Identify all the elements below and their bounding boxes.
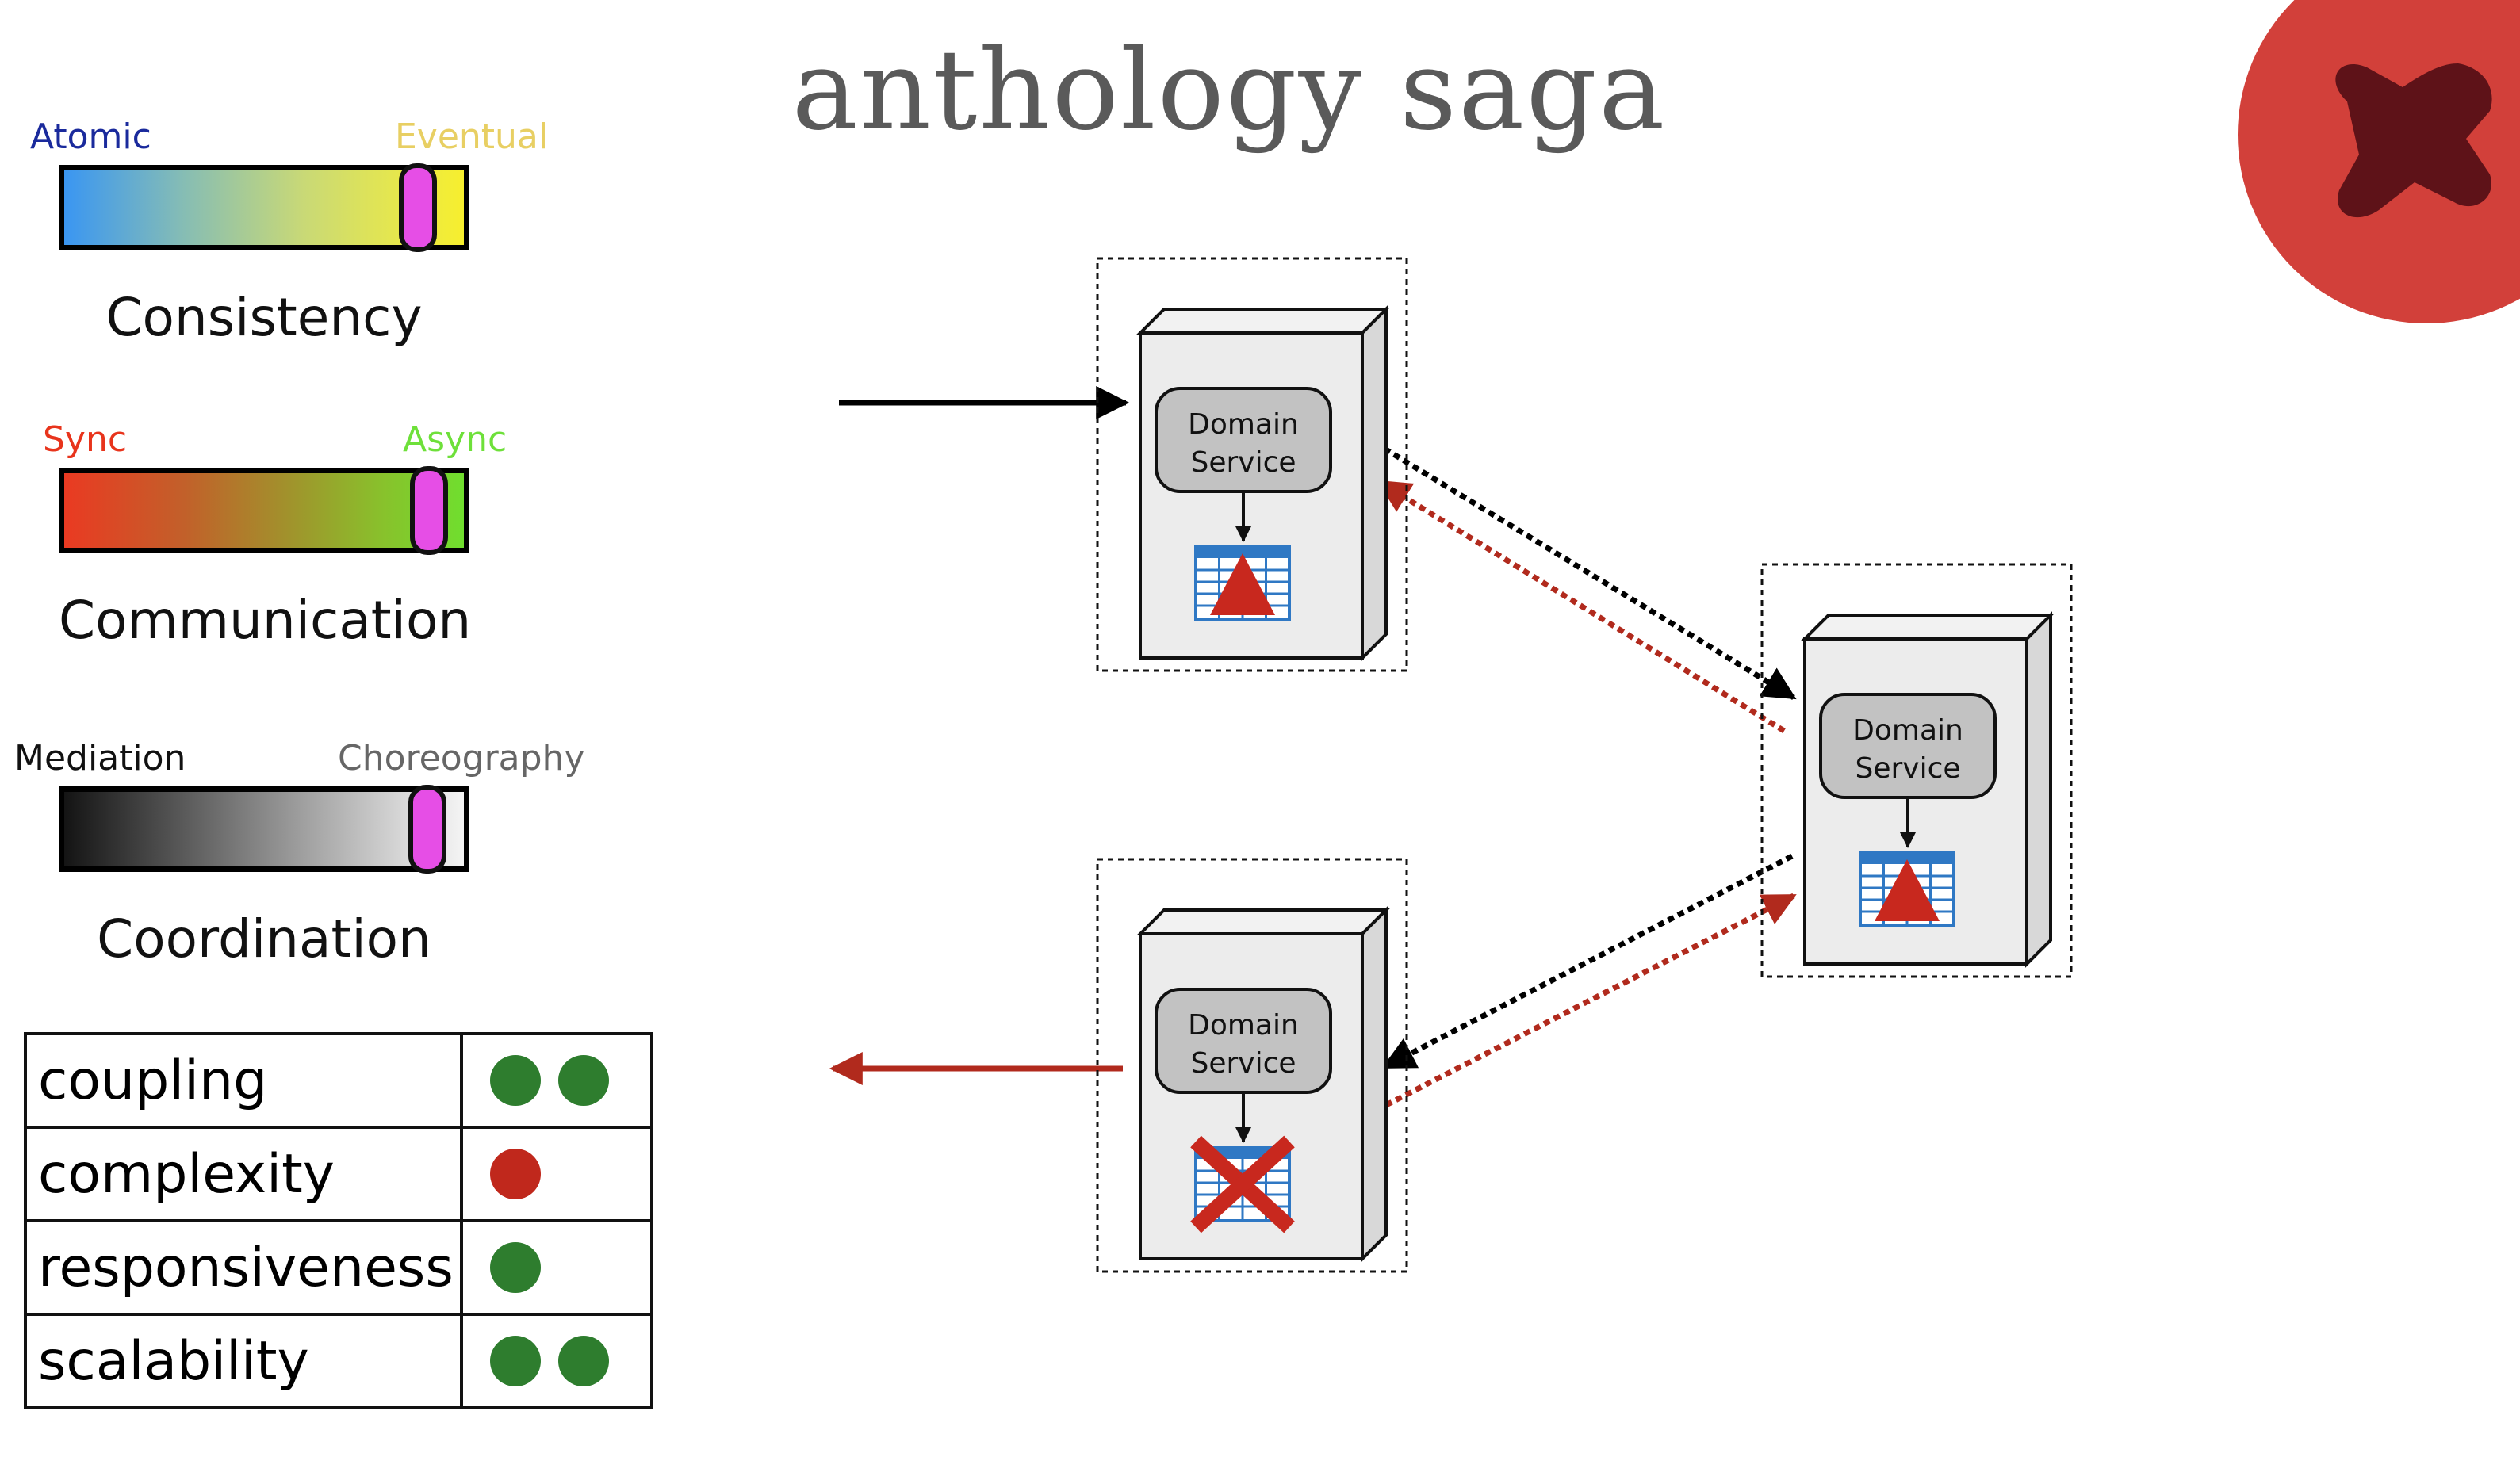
- red-dot-icon: [490, 1149, 541, 1199]
- x-mark-icon: [1190, 1135, 1295, 1233]
- table-row: coupling: [24, 1032, 653, 1129]
- coordination-slider-track: [59, 785, 469, 874]
- bar-right-label: Eventual: [395, 117, 549, 157]
- green-dot-icon: [490, 1242, 541, 1293]
- tradeoff-rating: [460, 1032, 653, 1129]
- bar-caption: Communication: [59, 590, 472, 651]
- forward-event-arrow: [1383, 446, 1797, 700]
- triangle-icon: [1210, 553, 1275, 615]
- tradeoff-label: responsiveness: [24, 1219, 463, 1316]
- tradeoff-label: complexity: [24, 1126, 463, 1222]
- tradeoff-label: coupling: [24, 1032, 463, 1129]
- database-table-icon: [1859, 851, 1955, 927]
- forward-event-arrow: [1381, 853, 1794, 1070]
- green-dot-icon: [558, 1336, 609, 1386]
- consistency-slider-track: [59, 163, 469, 252]
- bar-caption: Consistency: [105, 287, 423, 348]
- service-label: Service: [1190, 446, 1296, 479]
- database-table-icon: [1190, 1135, 1295, 1233]
- triangle-icon: [1875, 859, 1940, 921]
- bar-left-label: Atomic: [30, 117, 151, 157]
- service-label: Domain: [1852, 714, 1963, 747]
- communication-slider-track: [59, 466, 469, 555]
- tradeoff-rating: [460, 1313, 653, 1409]
- table-row: responsiveness: [24, 1219, 653, 1316]
- table-row: scalability: [24, 1313, 653, 1409]
- tradeoff-rating: [460, 1126, 653, 1222]
- page-title: anthology saga: [791, 26, 1667, 155]
- tradeoff-rating: [460, 1219, 653, 1316]
- database-table-icon: [1194, 545, 1291, 621]
- communication-slider-knob[interactable]: [410, 466, 448, 555]
- bar-right-label: Choreography: [338, 738, 585, 778]
- service-label: Service: [1855, 752, 1960, 785]
- service-label: Service: [1190, 1047, 1296, 1080]
- compensation-arrow: [1377, 480, 1786, 733]
- green-dot-icon: [490, 1336, 541, 1386]
- coordination-slider-knob[interactable]: [408, 785, 446, 874]
- failure-event-arrow: [1384, 893, 1797, 1108]
- service-label: Domain: [1188, 408, 1299, 441]
- service-label: Domain: [1188, 1009, 1299, 1042]
- bar-left-label: Sync: [43, 419, 128, 460]
- green-dot-icon: [490, 1055, 541, 1106]
- bar-left-label: Mediation: [14, 738, 186, 778]
- tradeoff-label: scalability: [24, 1313, 463, 1409]
- table-row: complexity: [24, 1126, 653, 1222]
- consistency-slider-knob[interactable]: [399, 163, 437, 252]
- green-dot-icon: [558, 1055, 609, 1106]
- bar-right-label: Async: [403, 419, 507, 460]
- bar-caption: Coordination: [97, 908, 431, 969]
